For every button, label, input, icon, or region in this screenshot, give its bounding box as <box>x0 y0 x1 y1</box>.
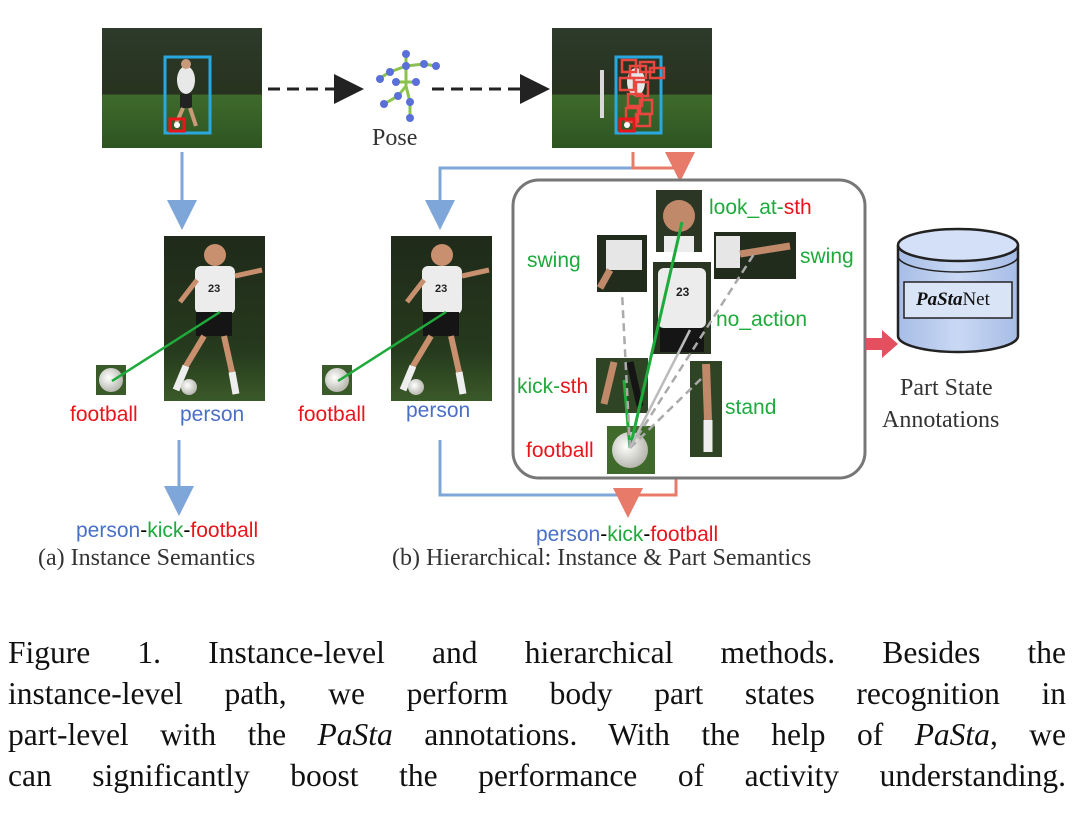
instance-object-label-a: football <box>70 403 138 426</box>
arrow-b-instance <box>425 152 635 230</box>
part-state-look-at: look_at-sth <box>709 196 812 219</box>
part-state-swing-right: swing <box>800 245 854 268</box>
part-state-swing-left: swing <box>527 249 581 272</box>
football-thumb-b <box>322 365 352 395</box>
part-state-stand: stand <box>725 396 777 419</box>
right-arm-crop <box>714 232 796 279</box>
annotation-input-arrow <box>866 330 898 358</box>
pastanet-database-icon <box>896 227 1020 354</box>
person-photo-b: 23 <box>391 236 492 401</box>
link-line-b <box>337 310 447 383</box>
arrow-b-part <box>631 152 695 182</box>
part-links <box>620 221 756 449</box>
left-arm-crop <box>596 235 647 292</box>
top-right-photo <box>552 28 712 148</box>
part-state-football: football <box>526 439 594 462</box>
stand-leg-crop <box>690 361 722 457</box>
part-state-box <box>511 178 867 480</box>
instance-person-label-a: person <box>180 403 245 426</box>
torso-crop: 23 <box>653 262 711 354</box>
arrow-b-instance-merge <box>438 440 628 497</box>
triplet-a: person-kick-football <box>76 519 259 542</box>
caption-line-2: instance-level path, we perform body par… <box>8 676 1066 711</box>
football-thumb-a <box>96 365 126 395</box>
torso-jersey-number: 23 <box>676 285 690 299</box>
football-crop <box>607 426 655 474</box>
arrow-b-part-merge <box>613 478 678 518</box>
figure: 23 23 <box>38 28 1020 571</box>
person-photo-a: 23 <box>164 236 265 401</box>
pose-label: Pose <box>372 125 418 151</box>
pose-joints <box>376 50 440 122</box>
instance-object-label-b: football <box>298 403 366 426</box>
triplet-b: person-kick-football <box>536 523 719 546</box>
subcaption-a: (a) Instance Semantics <box>38 545 256 571</box>
jersey-number-b: 23 <box>435 283 447 295</box>
part-state-no-action: no_action <box>716 308 808 331</box>
database-name: PaStaNet <box>916 289 990 310</box>
annotation-label-line1: Part State <box>900 375 993 401</box>
top-left-photo <box>102 28 262 148</box>
head-crop <box>656 190 702 252</box>
caption-line-4: can significantly boost the performance … <box>8 758 1066 793</box>
jersey-number: 23 <box>208 283 220 295</box>
figure-graphics: 23 23 <box>96 28 1020 518</box>
caption-line-1: Figure 1. Instance-level and hierarchica… <box>8 635 1066 670</box>
caption-line-3: part-level with the PaSta annotations. W… <box>8 717 1066 752</box>
annotation-label-line2: Annotations <box>882 407 1000 433</box>
link-line-a <box>111 310 221 383</box>
instance-person-label-b: person <box>406 399 471 422</box>
subcaption-b: (b) Hierarchical: Instance & Part Semant… <box>392 545 812 571</box>
figure-caption: Figure 1. Instance-level and hierarchica… <box>8 632 1066 796</box>
part-state-kick: kick-sth <box>517 375 589 398</box>
